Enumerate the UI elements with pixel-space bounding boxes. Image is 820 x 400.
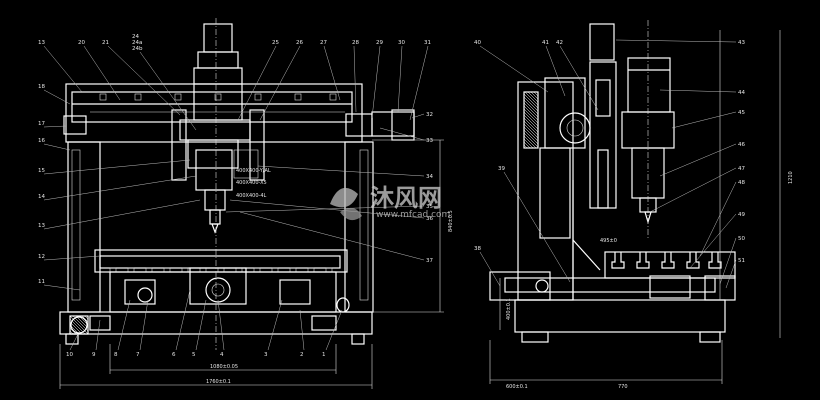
label-40: 40 (474, 40, 481, 46)
note-2: 400X400-X5 (236, 180, 267, 186)
dim-rail: 495±0 (600, 238, 617, 244)
label-37: 37 (426, 258, 433, 264)
label-29: 29 (376, 40, 383, 46)
label-14: 14 (38, 194, 45, 200)
label-38: 38 (474, 246, 481, 252)
label-13t: 13 (38, 40, 45, 46)
label-17: 17 (38, 121, 45, 127)
label-24: 24 (132, 34, 139, 40)
label-10: 10 (66, 352, 73, 358)
label-44: 44 (738, 90, 745, 96)
front-labels: 13 20 21 24 24a 24b 25 26 27 28 29 30 31… (38, 34, 454, 385)
label-42: 42 (556, 40, 563, 46)
label-2: 2 (300, 352, 304, 358)
label-16: 16 (38, 138, 45, 144)
label-50: 50 (738, 236, 745, 242)
side-view (489, 20, 781, 384)
label-13: 13 (38, 223, 45, 229)
dim-left-offset: 600±0.1 (506, 384, 528, 390)
label-25: 25 (272, 40, 279, 46)
label-1: 1 (322, 352, 326, 358)
label-11: 11 (38, 279, 45, 285)
label-18: 18 (38, 84, 45, 90)
label-6: 6 (172, 352, 176, 358)
label-12: 12 (38, 254, 45, 260)
label-20: 20 (78, 40, 85, 46)
label-27: 27 (320, 40, 327, 46)
label-39: 39 (498, 166, 505, 172)
note-3: 400X400-4L (236, 193, 266, 199)
label-43: 43 (738, 40, 745, 46)
label-48: 48 (738, 180, 745, 186)
side-labels: 40 41 42 43 44 45 46 47 48 49 50 51 38 3… (474, 40, 794, 390)
watermark-url: www.mfcad.com (376, 210, 450, 220)
label-33: 33 (426, 138, 433, 144)
label-46: 46 (738, 142, 745, 148)
label-35: 35 (426, 204, 433, 210)
watermark: 沐风网 www.mfcad.com (330, 184, 450, 221)
label-49: 49 (738, 212, 745, 218)
dim-height-side: 1210 (788, 171, 794, 184)
logo-icon (330, 187, 362, 221)
label-21: 21 (102, 40, 109, 46)
label-51: 51 (738, 258, 745, 264)
label-24b: 24b (132, 46, 143, 52)
label-26: 26 (296, 40, 303, 46)
label-4: 4 (220, 352, 224, 358)
dim-height: 840±0.5 (448, 210, 454, 232)
label-47: 47 (738, 166, 745, 172)
front-view (59, 18, 444, 389)
note-1: 400X400-Y/AL (236, 168, 271, 174)
dim-side-small: 400±0.1 (506, 298, 512, 320)
dim-base: 770 (618, 384, 628, 390)
label-7: 7 (136, 352, 140, 358)
label-34: 34 (426, 174, 433, 180)
dim-inner-width: 1080±0.05 (210, 364, 238, 370)
label-9: 9 (92, 352, 96, 358)
label-24a: 24a (132, 40, 142, 46)
label-8: 8 (114, 352, 118, 358)
label-5: 5 (192, 352, 196, 358)
leader-lines (43, 39, 737, 351)
dim-total-width: 1760±0.1 (206, 379, 231, 385)
label-3: 3 (264, 352, 268, 358)
label-45: 45 (738, 110, 745, 116)
label-15: 15 (38, 168, 45, 174)
label-31: 31 (424, 40, 431, 46)
watermark-brand: 沐风网 (370, 184, 442, 212)
label-28: 28 (352, 40, 359, 46)
label-41: 41 (542, 40, 549, 46)
label-32: 32 (426, 112, 433, 118)
label-30: 30 (398, 40, 405, 46)
label-36: 36 (426, 216, 433, 222)
